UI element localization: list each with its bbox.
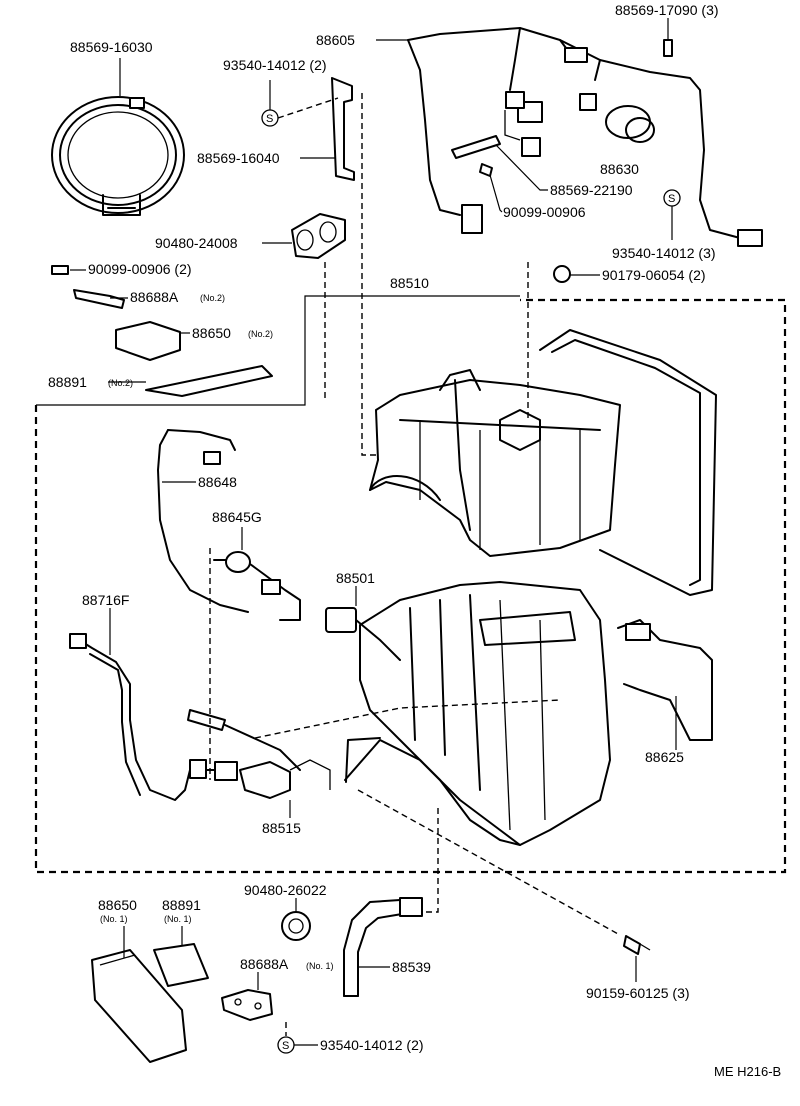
assembly-88510-box — [34, 298, 787, 874]
label-88650-no1: 88650 — [98, 897, 137, 913]
screw-symbol: S — [282, 1040, 289, 1052]
screw-90099-00906-small — [51, 265, 69, 275]
bracket-88688A-no1 — [221, 989, 273, 1021]
screw-symbol: S — [668, 193, 675, 205]
label-88645G: 88645G — [212, 509, 262, 525]
label-88891-no1-sub: (No. 1) — [164, 914, 192, 924]
label-93540-14012-top: 93540-14012 (2) — [223, 57, 327, 73]
label-88891-no2: 88891 — [48, 374, 87, 390]
screw-90099-00906 — [479, 163, 493, 177]
pad-88891-no1 — [153, 943, 209, 987]
label-88891-no2-sub: (No.2) — [108, 378, 133, 388]
label-88569-17090: 88569-17090 (3) — [615, 2, 719, 18]
expansion-valve-88501 — [325, 607, 401, 661]
label-88569-16030: 88569-16030 — [70, 39, 153, 55]
hose-88716F — [69, 633, 238, 801]
amplifier-88650-no1 — [91, 949, 187, 1063]
label-88688A-no2-sub: (No.2) — [200, 293, 225, 303]
wire-harness-88605 — [407, 27, 763, 247]
label-88569-16040: 88569-16040 — [197, 150, 280, 166]
label-88625: 88625 — [645, 749, 684, 765]
reference-code: ME H216-B — [714, 1064, 781, 1079]
label-88688A-no1: 88688A — [240, 956, 289, 972]
label-88569-22190: 88569-22190 — [550, 182, 633, 198]
thermistor-88625 — [617, 619, 713, 741]
label-93540-14012-right: 93540-14012 (3) — [612, 245, 716, 261]
amplifier-88650-no2 — [115, 321, 181, 361]
label-90099-00906-top: 90099-00906 — [503, 204, 586, 220]
label-88650-no2-sub: (No.2) — [248, 329, 273, 339]
relay-88630 — [605, 105, 655, 143]
sensor-88648 — [157, 429, 249, 613]
frame-seal — [539, 329, 717, 596]
label-88650-no1-sub: (No. 1) — [100, 914, 128, 924]
label-88891-no1: 88891 — [162, 897, 201, 913]
clip-88569-17090 — [663, 39, 673, 57]
label-90480-24008: 90480-24008 — [155, 235, 238, 251]
ring-bracket-88569-16030 — [51, 96, 185, 216]
label-90480-26022: 90480-26022 — [244, 882, 327, 898]
assembly-88510-leader — [36, 295, 520, 406]
grommet-90480-26022 — [281, 911, 311, 941]
label-88716F: 88716F — [82, 592, 129, 608]
label-88688A-no1-sub: (No. 1) — [306, 961, 334, 971]
label-88688A-no2: 88688A — [130, 289, 179, 305]
pad-88891-no2 — [145, 365, 273, 397]
label-88648: 88648 — [198, 474, 237, 490]
unit-lower-case — [344, 581, 611, 846]
screw-90159-60125 — [623, 935, 651, 955]
screw-symbol: S — [266, 113, 273, 125]
bracket-88569-16040 — [331, 77, 355, 181]
grommet-90480-24008 — [291, 213, 346, 259]
label-88650-no2: 88650 — [192, 325, 231, 341]
label-90159-60125: 90159-60125 (3) — [586, 985, 690, 1001]
switch-88645G — [213, 551, 301, 621]
pressure-switch-88515 — [187, 709, 331, 799]
unit-upper-case — [369, 369, 621, 557]
label-88501: 88501 — [336, 570, 375, 586]
drain-hose-88539 — [343, 897, 423, 997]
label-90099-00906-small: 90099-00906 (2) — [88, 261, 192, 277]
label-88510: 88510 — [390, 275, 429, 291]
label-88630: 88630 — [600, 161, 639, 177]
nut-90179-06054 — [553, 265, 571, 283]
bracket-88688A-no2 — [73, 289, 125, 309]
label-88515: 88515 — [262, 820, 301, 836]
clamp-88569-22190 — [451, 135, 501, 159]
label-88605: 88605 — [316, 32, 355, 48]
label-90179-06054: 90179-06054 (2) — [602, 267, 706, 283]
label-88539: 88539 — [392, 959, 431, 975]
label-93540-14012-bottom: 93540-14012 (2) — [320, 1037, 424, 1053]
